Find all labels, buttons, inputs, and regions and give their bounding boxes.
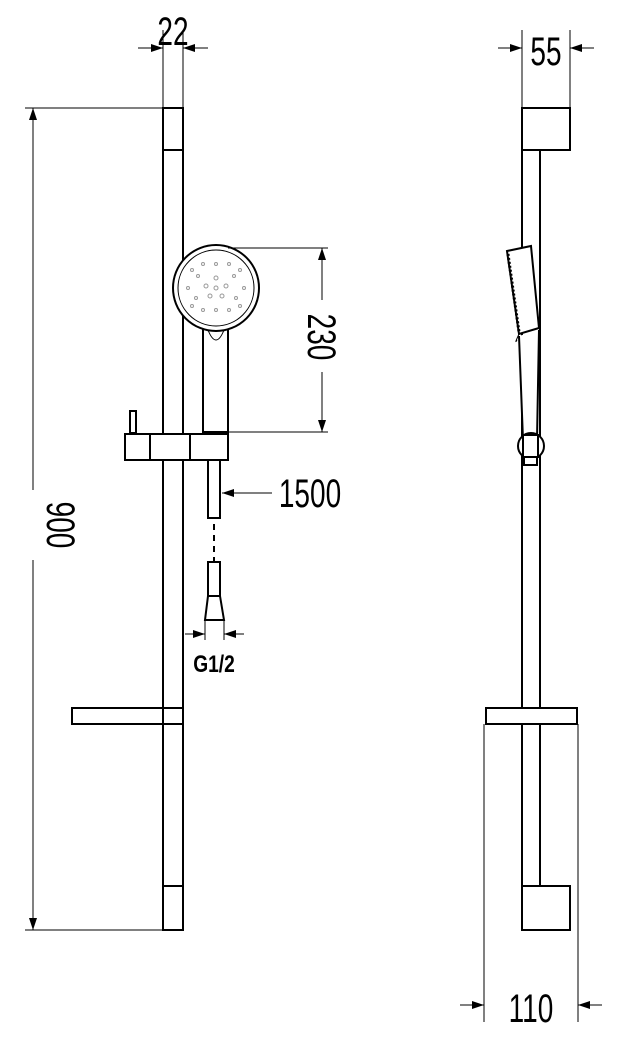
handshower-head (172, 244, 260, 332)
dim-handshower-length: 230 (299, 314, 343, 361)
handshower-handle (202, 327, 229, 433)
hose (207, 459, 221, 519)
dim-connection-thread: G1/2 (193, 650, 235, 678)
rail (162, 107, 184, 931)
hose-nut (203, 595, 226, 621)
spray-nozzles (186, 262, 246, 312)
side-handle (518, 329, 540, 441)
side-dimensions: 55 110 (460, 30, 602, 1031)
side-view (485, 107, 578, 931)
front-dimensions: 22 900 230 1500 G1/2 (25, 10, 343, 931)
handle-neck (207, 329, 225, 341)
dim-rail-height: 900 (38, 502, 82, 549)
front-view (71, 107, 260, 931)
side-rail (521, 107, 541, 931)
dim-rail-depth: 55 (530, 30, 561, 74)
holder-pin (129, 410, 137, 434)
hose-end (207, 561, 221, 597)
dim-hose-length: 1500 (279, 472, 341, 516)
side-soap-dish (485, 707, 578, 725)
side-bottom-cap (521, 885, 571, 931)
soap-dish (71, 707, 184, 725)
dim-soap-dish-depth: 110 (509, 987, 554, 1031)
slider-holder (124, 433, 229, 461)
side-top-cap (521, 107, 571, 151)
dim-rail-width: 22 (157, 10, 188, 54)
